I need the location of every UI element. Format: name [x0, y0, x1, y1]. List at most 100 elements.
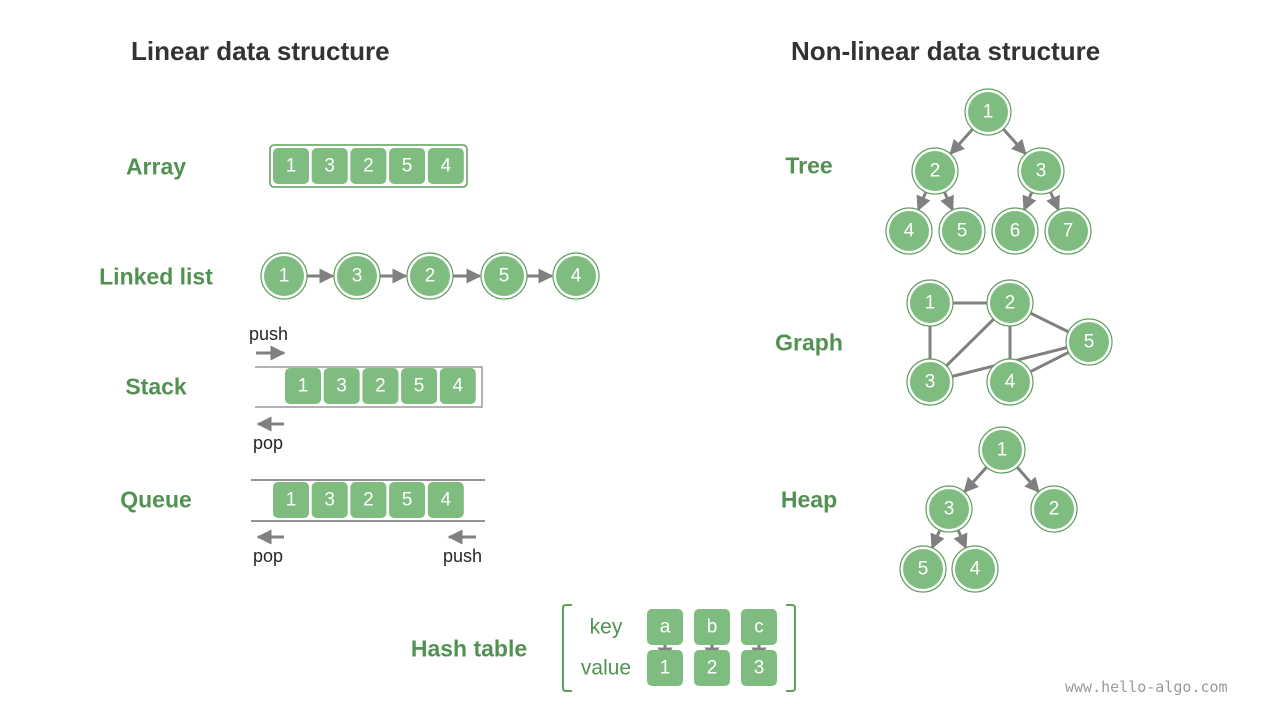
heap-node-4 — [955, 549, 995, 589]
heap-node-1-text: 3 — [944, 499, 955, 520]
nonlinear-title: Non-linear data structure — [791, 36, 1101, 66]
list-node-4-text: 4 — [571, 266, 582, 287]
stack-cell-4-text: 4 — [453, 376, 464, 397]
tree-node-1-text: 2 — [930, 161, 941, 182]
tree-edge-0 — [949, 127, 975, 156]
hash-key-1-text: b — [707, 617, 718, 638]
graph-edge-6 — [1028, 350, 1071, 374]
stack-frame — [255, 366, 483, 408]
queue-cell-2 — [350, 482, 387, 518]
hash-value-2 — [741, 650, 777, 686]
hash-bracket-left — [562, 604, 572, 692]
list-node-0-text: 1 — [279, 266, 290, 287]
graph-node-2 — [910, 362, 950, 402]
array-cell-0 — [273, 148, 309, 184]
tree-node-3-text: 4 — [904, 221, 915, 242]
queue-pop-label: pop — [253, 546, 284, 566]
hash-key-2 — [741, 609, 777, 645]
stack-label: Stack — [125, 373, 187, 400]
array-label: Array — [125, 153, 187, 180]
tree-node-5 — [995, 211, 1035, 251]
list-node-3 — [484, 256, 524, 296]
hash-key-label: key — [590, 616, 623, 639]
graph-node-1 — [990, 283, 1030, 323]
stack-pop-label: pop — [253, 433, 284, 453]
array-cell-2-text: 2 — [363, 156, 374, 177]
queue-cell-4-text: 4 — [441, 490, 452, 511]
heap-node-2-text: 2 — [1049, 499, 1060, 520]
list-node-4 — [556, 256, 596, 296]
array-cell-3 — [389, 148, 426, 184]
queue-label: Queue — [120, 486, 192, 513]
linear-title: Linear data structure — [131, 36, 390, 66]
queue-cell-3-text: 5 — [402, 490, 413, 511]
hash-value-1 — [694, 650, 730, 686]
tree-node-1 — [915, 151, 955, 191]
queue-cell-4 — [427, 482, 464, 518]
tree-node-6 — [1048, 211, 1088, 251]
array-cell-4-text: 4 — [441, 156, 452, 177]
heap-edge-2 — [930, 528, 945, 550]
queue-cell-3 — [389, 482, 426, 518]
heap-edge-1 — [1015, 465, 1040, 493]
tree-edge-2 — [916, 190, 931, 212]
queue-cell-1 — [311, 482, 348, 518]
tree-node-0-text: 1 — [983, 102, 994, 123]
graph-node-4-text: 5 — [1084, 332, 1095, 353]
hash-table-label: Hash table — [410, 635, 528, 662]
array-cell-1-text: 3 — [324, 156, 335, 177]
heap-node-1 — [929, 489, 969, 529]
linked-list-label: Linked list — [99, 263, 213, 290]
list-node-2-text: 2 — [425, 266, 436, 287]
stack-cell-2-text: 2 — [375, 376, 386, 397]
queue-cell-2-text: 2 — [363, 490, 374, 511]
list-node-1 — [337, 256, 377, 296]
array-cell-1 — [311, 148, 348, 184]
stack-cell-3-text: 5 — [414, 376, 425, 397]
stack-push-label: push — [249, 324, 289, 344]
heap-edge-3 — [953, 528, 968, 550]
hash-value-label: value — [581, 657, 631, 680]
graph-node-1-text: 2 — [1005, 293, 1016, 314]
array-cell-4 — [427, 148, 464, 184]
graph-label: Graph — [775, 329, 843, 356]
tree-label: Tree — [785, 152, 833, 179]
heap-edge-0 — [963, 465, 989, 494]
tree-edge-5 — [1046, 190, 1060, 212]
tree-node-6-text: 7 — [1063, 221, 1074, 242]
array-cell-2 — [350, 148, 387, 184]
heap-node-2 — [1034, 489, 1074, 529]
heap-node-4-text: 4 — [970, 559, 981, 580]
queue-push-label: push — [443, 546, 483, 566]
stack-cell-4 — [439, 368, 476, 404]
stack-cell-2 — [362, 368, 399, 404]
hash-value-0-text: 1 — [660, 658, 671, 679]
hash-key-0 — [647, 609, 683, 645]
array-cell-3-text: 5 — [402, 156, 413, 177]
tree-node-4 — [942, 211, 982, 251]
stack-cell-3 — [401, 368, 438, 404]
graph-edge-2 — [944, 317, 996, 368]
graph-node-3 — [990, 362, 1030, 402]
list-node-1-text: 3 — [352, 266, 363, 287]
graph-node-3-text: 4 — [1005, 372, 1016, 393]
list-node-2 — [410, 256, 450, 296]
hash-value-2-text: 3 — [754, 658, 765, 679]
graph-edge-3 — [1029, 311, 1070, 334]
heap-node-3-text: 5 — [918, 559, 929, 580]
stack-cell-1 — [323, 368, 360, 404]
tree-edge-3 — [940, 190, 954, 212]
tree-node-0 — [968, 92, 1008, 132]
heap-node-0 — [982, 430, 1022, 470]
queue-cell-1-text: 3 — [324, 490, 335, 511]
graph-node-2-text: 3 — [925, 372, 936, 393]
array-frame — [269, 144, 468, 188]
queue-cell-0 — [273, 482, 309, 518]
graph-node-0 — [910, 283, 950, 323]
graph-node-0-text: 1 — [925, 293, 936, 314]
stack-cell-0 — [285, 368, 321, 404]
hash-key-1 — [694, 609, 730, 645]
hash-value-0 — [647, 650, 683, 686]
tree-edge-1 — [1001, 127, 1027, 156]
